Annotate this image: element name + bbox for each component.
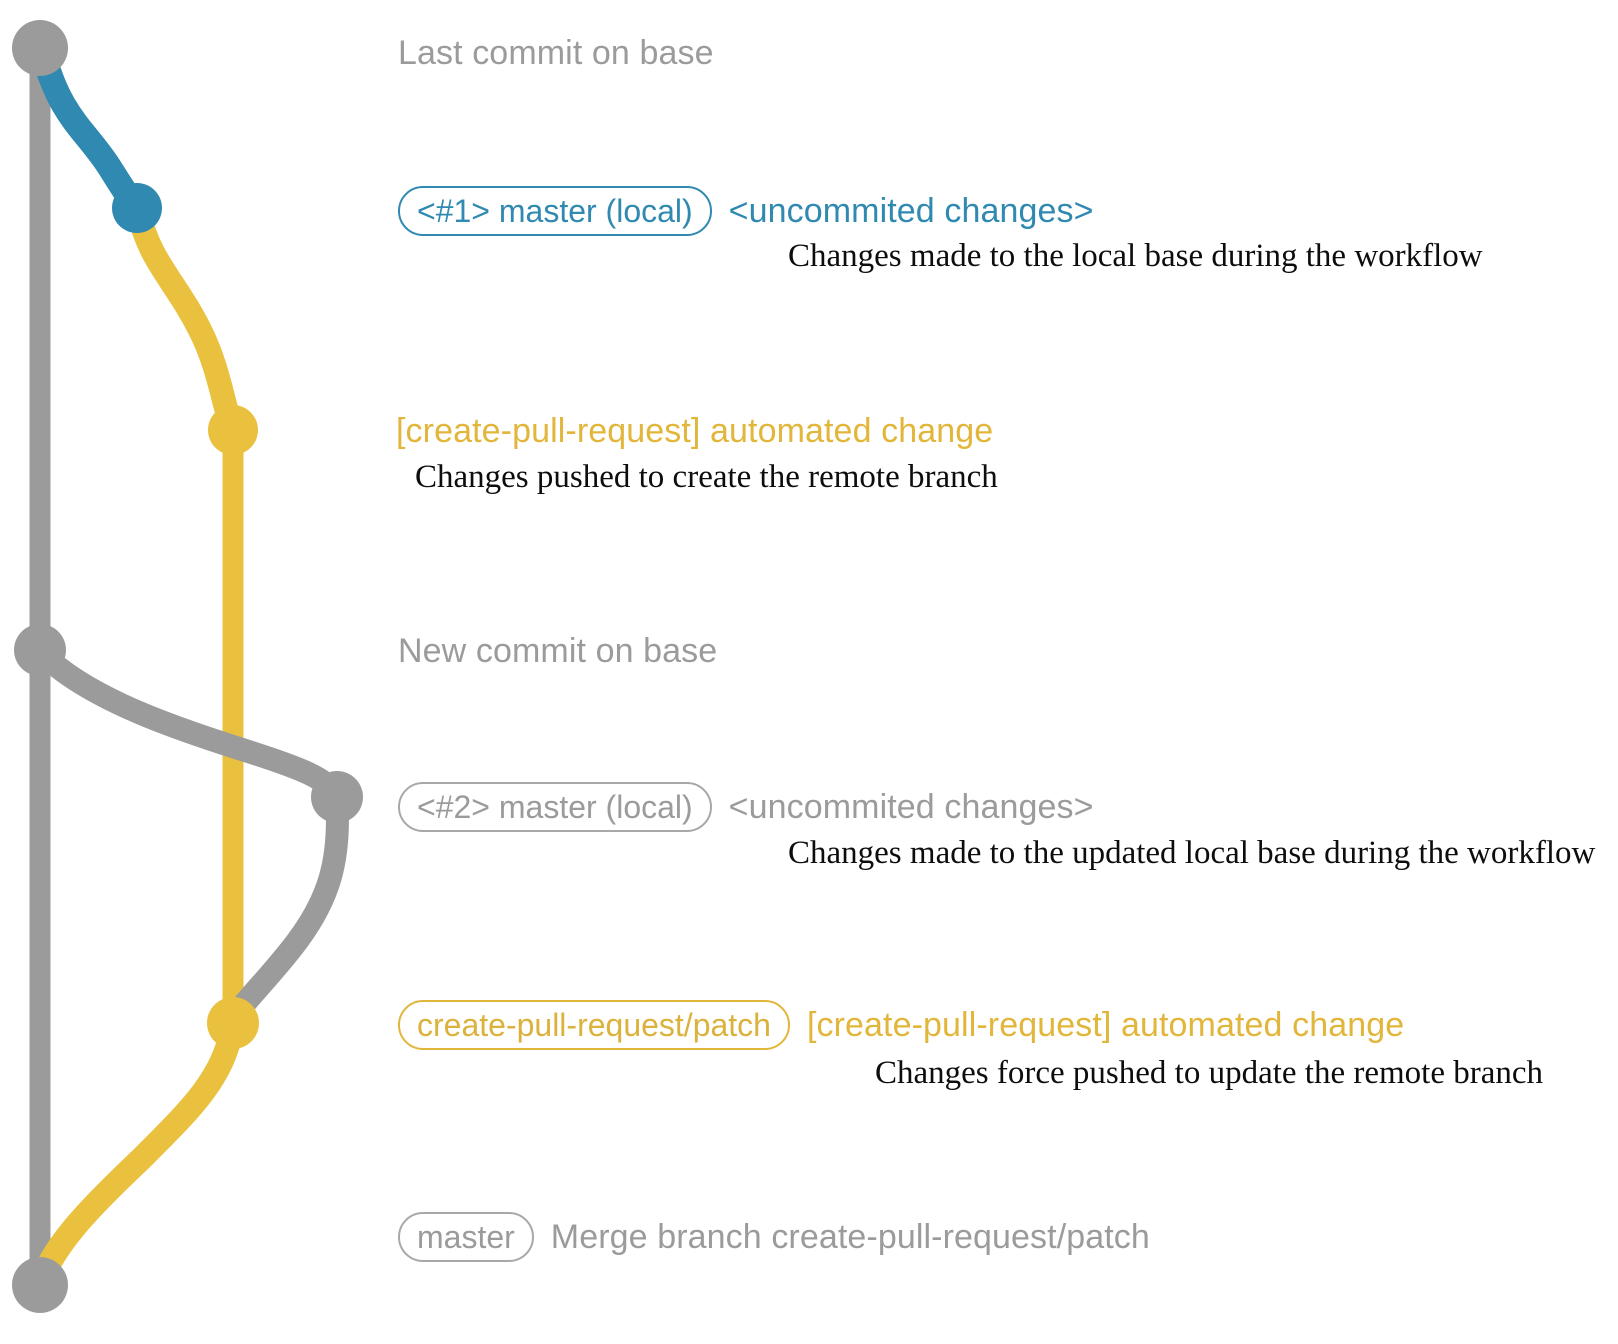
base-to-local2-line: [32, 643, 348, 806]
commit-node-merge-commit[interactable]: [12, 1257, 68, 1313]
annotation-master-local-2: Changes made to the updated local base d…: [788, 835, 1596, 871]
commit-node-automated-change-2[interactable]: [207, 997, 259, 1049]
commit-subject: <uncommited changes>: [728, 787, 1094, 826]
ref-badge-master-local-2[interactable]: <#2> master (local): [398, 782, 712, 832]
annotation-automated-change-1: Changes pushed to create the remote bran…: [415, 459, 998, 495]
ref-badge-master-local-1[interactable]: <#1> master (local): [398, 186, 712, 236]
log-row-master-local-2: <#2> master (local) <uncommited changes>: [398, 782, 1094, 832]
log-row-automated-change-2: create-pull-request/patch [create-pull-r…: [398, 1000, 1404, 1050]
commit-subject: Merge branch create-pull-request/patch: [550, 1217, 1150, 1256]
ref-badge-create-pull-request-patch[interactable]: create-pull-request/patch: [398, 1000, 790, 1050]
patch-merge-line: [29, 1017, 244, 1293]
annotation-master-local-1: Changes made to the local base during th…: [788, 238, 1483, 274]
commit-subject: [create-pull-request] automated change: [806, 1005, 1405, 1044]
log-row-automated-change-1: [create-pull-request] automated change: [396, 412, 993, 451]
commit-node-new-commit-on-base[interactable]: [14, 624, 66, 676]
patch-line-upper: [127, 202, 244, 440]
commit-subject: <uncommited changes>: [728, 191, 1094, 230]
commit-node-last-commit-on-base[interactable]: [12, 20, 68, 76]
annotation-automated-change-2: Changes force pushed to update the remot…: [875, 1055, 1544, 1091]
commit-subject: Last commit on base: [398, 34, 714, 72]
commit-node-master-local-1[interactable]: [112, 183, 162, 233]
local2-to-patch-line: [222, 790, 349, 1031]
log-row-new-commit-on-base: New commit on base: [398, 632, 717, 671]
local-branch-line: [30, 39, 149, 219]
log-row-last-commit-on-base: Last commit on base: [398, 34, 714, 73]
log-row-master-local-1: <#1> master (local) <uncommited changes>: [398, 186, 1094, 236]
ref-badge-master[interactable]: master: [398, 1212, 534, 1262]
log-row-merge-commit: master Merge branch create-pull-request/…: [398, 1212, 1150, 1262]
commit-node-master-local-2[interactable]: [311, 771, 363, 823]
commit-subject: [create-pull-request] automated change: [396, 412, 994, 450]
commit-node-automated-change-1[interactable]: [208, 405, 258, 455]
commit-subject: New commit on base: [398, 632, 718, 670]
